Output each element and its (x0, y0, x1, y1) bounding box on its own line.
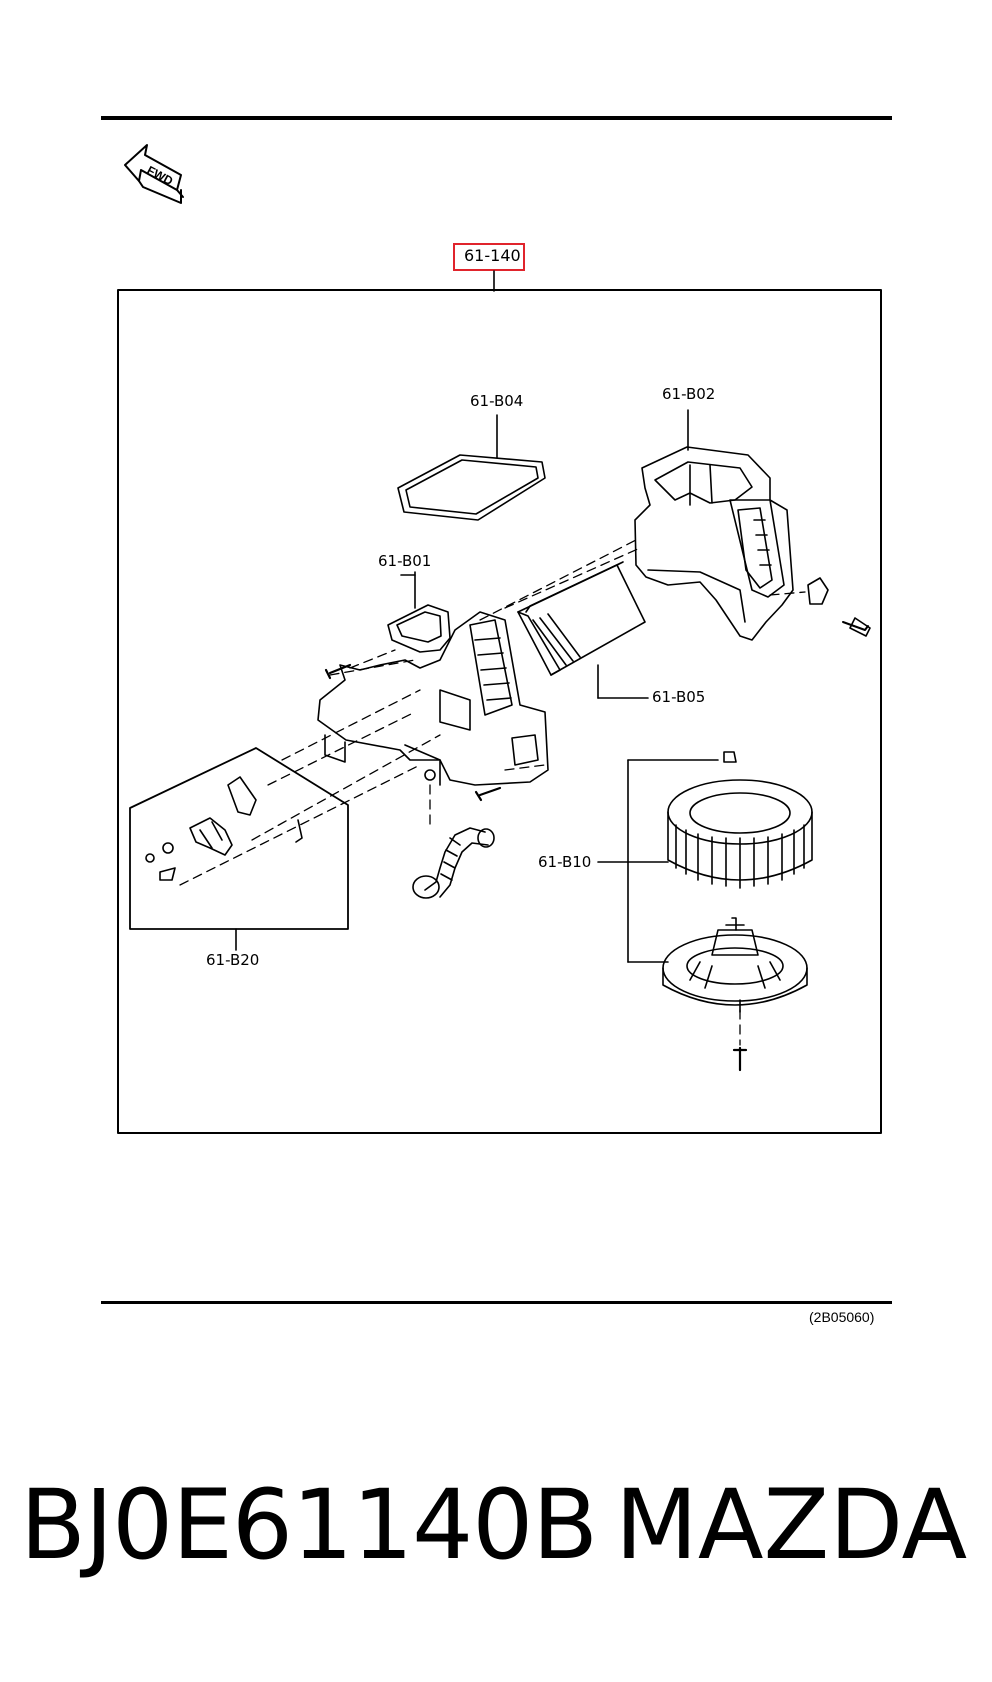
callout-61-b04: 61-B04 (470, 392, 524, 410)
blower-housing (317, 571, 549, 786)
footer-part-number: BJ0E61140B (20, 1469, 598, 1581)
callout-61-b10: 61-B10 (538, 853, 592, 871)
part-number-label: 61-140 (464, 246, 521, 265)
fwd-arrow-icon: FWD (124, 144, 184, 204)
top-rule (101, 116, 892, 120)
actuator-61-b20 (129, 747, 349, 951)
filter-61-b05 (517, 561, 649, 699)
diagram-frame (117, 289, 882, 1134)
screws (324, 663, 748, 1072)
part-number-highlight-box[interactable] (453, 243, 525, 271)
footer-brand: MAZDA (615, 1469, 968, 1581)
callout-61-b05: 61-B05 (652, 688, 706, 706)
assembly-guide-lines (179, 539, 806, 1046)
callout-61-b01: 61-B01 (378, 552, 432, 570)
upper-case-61-b02 (634, 409, 871, 641)
bottom-rule (101, 1301, 892, 1304)
callout-61-b02: 61-B02 (662, 385, 716, 403)
callout-61-b20: 61-B20 (206, 951, 260, 969)
blower-fan-61-b10 (597, 751, 813, 1013)
diagram-reference-code: (2B05060) (809, 1309, 875, 1325)
drain-hose (412, 827, 495, 899)
gasket-61-b04 (397, 414, 546, 521)
